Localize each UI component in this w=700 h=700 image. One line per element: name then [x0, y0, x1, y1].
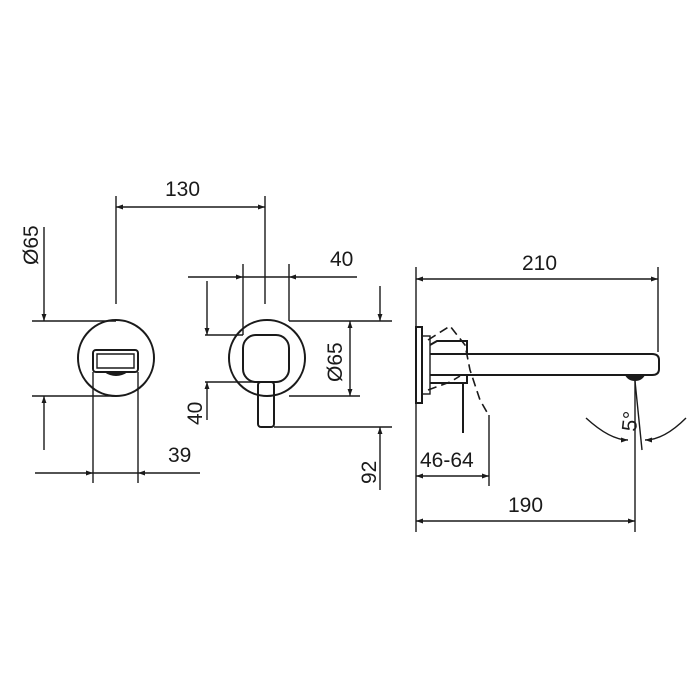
spout-escutcheon-front-view: Ø65 39 130: [20, 178, 266, 483]
wall-plate: [415, 326, 423, 404]
lever-drop-label: 92: [358, 461, 381, 484]
escutcheon-circle: [77, 319, 155, 397]
center-distance-label: 130: [165, 178, 200, 201]
escutcheon-diameter-label: Ø65: [20, 225, 43, 265]
mixer-escutcheon-circle: [228, 319, 306, 397]
mixer-diameter-label: Ø65: [324, 342, 347, 382]
spout-body: [430, 353, 660, 376]
mixer-front-view: 40 40 Ø65 92: [184, 248, 392, 490]
handle-height-label: 40: [184, 402, 207, 425]
angle-label: 5°: [618, 410, 643, 432]
handle-width-label: 40: [330, 248, 353, 271]
projection-label: 210: [522, 252, 557, 275]
wall-depth-label: 46-64: [420, 449, 474, 472]
side-view: 210 46-64 190 5°: [415, 252, 687, 532]
spout-width-label: 39: [168, 444, 191, 467]
outlet-distance-label: 190: [508, 494, 543, 517]
aerator: [625, 375, 645, 381]
mixer-handle-body: [242, 334, 290, 383]
mixer-lever: [257, 381, 275, 428]
